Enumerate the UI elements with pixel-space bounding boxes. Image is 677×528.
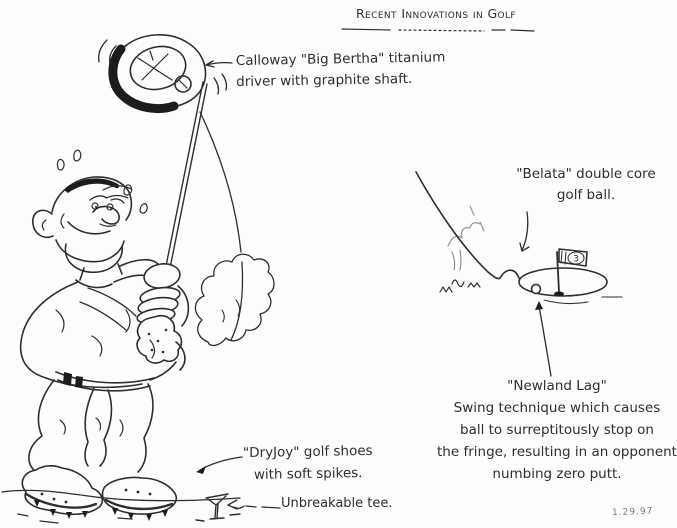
- tee-annotation: Unbreakable tee.: [281, 496, 393, 511]
- arrow-to-ball-from-lag: [535, 301, 552, 377]
- driver-annotation-line2: driver with graphite shaft.: [236, 70, 413, 91]
- ground-line: [1, 489, 241, 524]
- club-motion-marks: [98, 39, 228, 95]
- golfer-pants: [28, 379, 154, 473]
- golf-ball: [530, 283, 542, 295]
- golfer-head: [32, 176, 133, 273]
- lag-annotation-line2: ball to surreptitously stop on: [460, 422, 654, 438]
- title-underline: [341, 28, 535, 32]
- bush-scribble: [447, 222, 481, 271]
- golfer-body: [19, 263, 190, 389]
- dust-cloud: [194, 253, 275, 347]
- lag-annotation-heading: "Newland Lag": [507, 378, 607, 394]
- lag-annotation-line4: numbing zero putt.: [492, 466, 622, 482]
- golfer-shoes: [21, 465, 178, 521]
- page-title: Recent Innovations in Golf: [355, 6, 517, 21]
- golfer-belt: [55, 371, 155, 392]
- flag: 3: [554, 248, 588, 297]
- shoes-annotation-line2: with soft spikes.: [253, 465, 363, 483]
- shoes-annotation: "DryJoy" golf shoes with soft spikes.: [224, 440, 393, 487]
- arrow-to-tee: [227, 499, 281, 510]
- shoes-annotation-line1: "DryJoy" golf shoes: [242, 442, 373, 462]
- arrow-to-driver: [205, 60, 233, 68]
- flag-number: 3: [573, 255, 579, 265]
- arrow-to-ball-from-label: [519, 211, 530, 252]
- grass-tufts: [439, 279, 481, 293]
- ball-annotation-line1: "Belata" double core: [516, 166, 656, 182]
- lag-annotation-line1: Swing technique which causes: [453, 400, 661, 416]
- ball-annotation: "Belata" double core golf ball.: [498, 164, 674, 206]
- swing-arc: [199, 111, 485, 341]
- sweat-drops: [56, 149, 148, 214]
- ball-annotation-line2: golf ball.: [556, 187, 616, 203]
- lag-annotation: "Newland Lag" Swing technique which caus…: [436, 375, 677, 485]
- driver-annotation-line1: Calloway "Big Bertha" titanium: [235, 49, 446, 70]
- club-head: [108, 34, 207, 113]
- driver-annotation: Calloway "Big Bertha" titanium driver wi…: [236, 47, 469, 93]
- tee-drawing: [195, 493, 241, 522]
- lag-annotation-line3: the fringe, resulting in an opponent: [437, 444, 677, 460]
- club-shaft: [163, 81, 208, 279]
- arrow-to-shoes: [196, 456, 243, 474]
- golfer-hands: [113, 258, 183, 364]
